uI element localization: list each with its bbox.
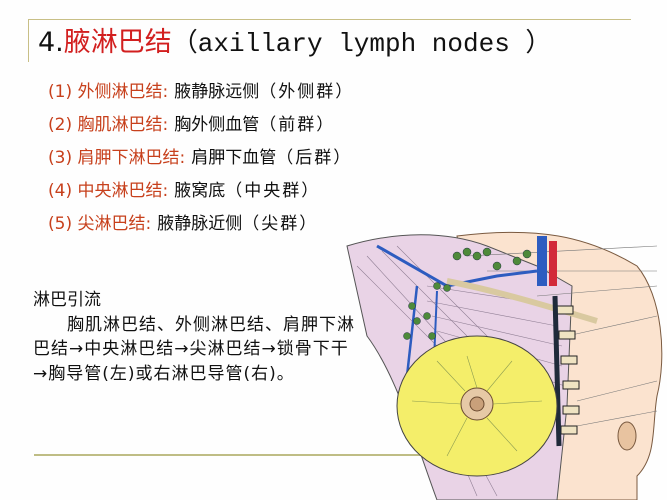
group-label: (4) 中央淋巴结: — [48, 181, 169, 201]
group-location: 腋窝底 — [174, 181, 226, 201]
title-frame — [28, 19, 631, 62]
group-location: 肩胛下血管 — [191, 148, 277, 168]
group-name: （前群） — [259, 115, 336, 135]
group-name: （尖群） — [242, 214, 319, 234]
title-chinese: 腋淋巴结 — [63, 27, 172, 58]
group-label: (5) 尖淋巴结: — [48, 214, 152, 234]
group-location: 胸外侧血管 — [174, 115, 260, 135]
drainage-heading: 淋巴引流 — [33, 290, 101, 310]
lymph-drainage-text: 淋巴引流 胸肌淋巴结、外侧淋巴结、肩胛下淋巴结→中央淋巴结→尖淋巴结→锁骨下干→… — [33, 288, 363, 386]
group-label: (1) 外侧淋巴结: — [48, 82, 169, 102]
group-name: （后群） — [276, 148, 353, 168]
drainage-body: 胸肌淋巴结、外侧淋巴结、肩胛下淋巴结→中央淋巴结→尖淋巴结→锁骨下干→胸导管(左… — [33, 314, 355, 384]
list-item: (3) 肩胛下淋巴结:肩胛下血管（后群） — [48, 142, 354, 175]
title-english: （axillary lymph nodes ） — [171, 29, 552, 59]
anatomy-illustration — [346, 231, 663, 500]
group-label: (3) 肩胛下淋巴结: — [48, 148, 186, 168]
lymph-node-group-list: (1) 外侧淋巴结:腋静脉远侧（外侧群） (2) 胸肌淋巴结:胸外侧血管（前群）… — [48, 76, 354, 241]
list-item: (5) 尖淋巴结:腋静脉近侧（尖群） — [48, 208, 354, 241]
page-title: 4.腋淋巴结（axillary lymph nodes ） — [38, 26, 551, 61]
group-label: (2) 胸肌淋巴结: — [48, 115, 169, 135]
group-location: 腋静脉近侧 — [157, 214, 243, 234]
bottom-divider — [34, 454, 636, 456]
group-location: 腋静脉远侧 — [174, 82, 260, 102]
group-name: （中央群） — [225, 181, 321, 201]
list-item: (2) 胸肌淋巴结:胸外侧血管（前群） — [48, 109, 354, 142]
title-number: 4. — [38, 27, 64, 58]
group-name: （外侧群） — [259, 82, 355, 102]
list-item: (4) 中央淋巴结:腋窝底（中央群） — [48, 175, 354, 208]
list-item: (1) 外侧淋巴结:腋静脉远侧（外侧群） — [48, 76, 354, 109]
